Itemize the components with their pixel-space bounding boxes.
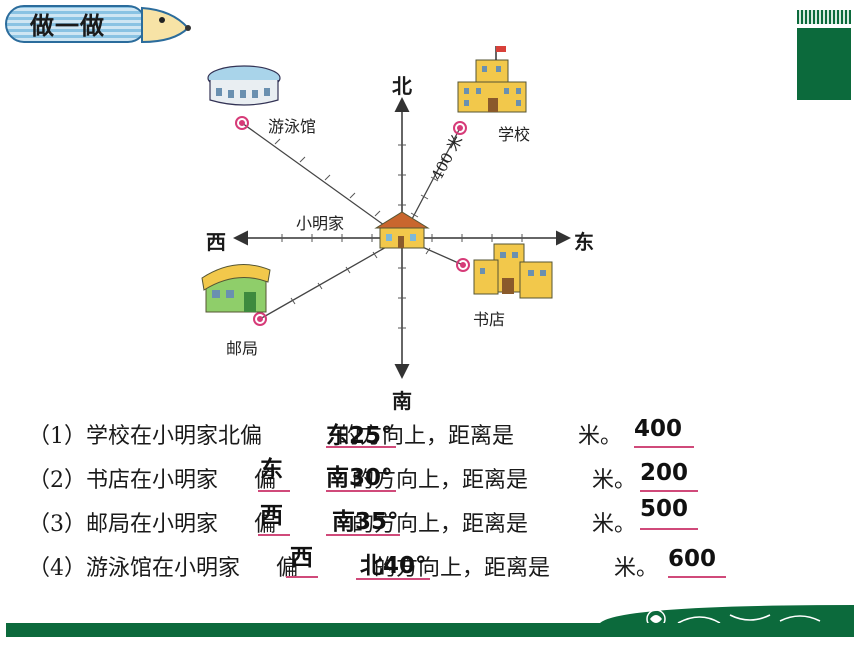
east-label: 东 — [574, 230, 594, 254]
question-1: （1）学校在小明家北偏的方向上，距离是米。 — [28, 424, 623, 449]
post-office-icon — [201, 264, 271, 313]
green-tab-stripes — [797, 10, 851, 24]
marker-bookstore — [456, 258, 470, 272]
q4-dir2-line — [356, 578, 430, 580]
post-office-label: 邮局 — [226, 339, 259, 358]
question-2: （2）书店在小明家偏的方向上，距离是米。 — [28, 468, 637, 493]
direction-diagram — [201, 46, 571, 379]
q4-dir1: 西 — [290, 545, 313, 571]
q4-distance-line — [668, 576, 726, 578]
q3-distance-line — [640, 528, 698, 530]
school-icon — [457, 46, 527, 113]
q2-dir2-line — [326, 490, 396, 492]
bookstore-label: 书店 — [473, 310, 506, 329]
q3-dir2-line — [326, 534, 400, 536]
marker-pool — [235, 116, 249, 130]
footer-bar — [6, 623, 854, 637]
school-label: 学校 — [498, 125, 531, 144]
q2-dir1: 东 — [260, 457, 283, 483]
q3-dir1-line — [258, 534, 290, 536]
swimming-pool-icon — [207, 65, 281, 106]
q1-blank-line — [326, 446, 396, 448]
q4-dir1-line — [286, 576, 318, 578]
q2-dir2: 南30° — [326, 465, 393, 491]
q3-dir2: 南35° — [332, 509, 399, 535]
question-3: （3）邮局在小明家偏的方向上，距离是米。 — [28, 512, 637, 537]
west-label: 西 — [206, 230, 226, 254]
q3-dir1: 西 — [260, 503, 283, 529]
q3-distance: 500 — [640, 496, 689, 522]
bookstore-icon — [473, 243, 553, 299]
marker-post — [253, 312, 267, 326]
header-badge-label: 做一做 — [30, 12, 105, 40]
q1-dir2: 东25° — [326, 423, 393, 449]
q2-distance: 200 — [640, 460, 689, 486]
south-label: 南 — [392, 389, 412, 413]
q1-distance-line — [634, 446, 694, 448]
ray-pool — [241, 122, 403, 239]
q1-distance: 400 — [634, 416, 683, 442]
center-label: 小明家 — [296, 214, 345, 233]
q4-dir2: 北40° — [360, 553, 427, 579]
q4-distance: 600 — [668, 546, 717, 572]
q2-distance-line — [640, 490, 698, 492]
pool-label: 游泳馆 — [268, 117, 317, 136]
header-badge — [5, 5, 191, 44]
marker-school — [453, 121, 467, 135]
house-icon — [374, 211, 430, 249]
ray-post — [259, 237, 403, 320]
north-label: 北 — [392, 74, 412, 98]
green-tab — [797, 28, 851, 100]
q2-dir1-line — [258, 490, 290, 492]
question-4: （4）游泳馆在小明家偏的方向上，距离是米。 — [28, 556, 659, 581]
